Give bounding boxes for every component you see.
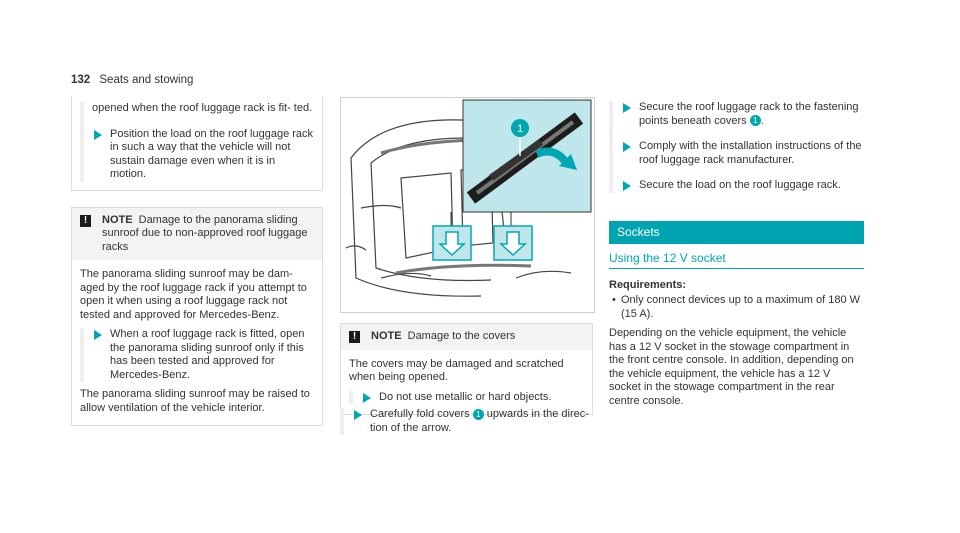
fold-arrow-head [559,154,577,170]
subsection-heading: Using the 12 V socket [609,251,864,269]
note-box: ! NOTE Damage to the panorama sliding su… [71,206,323,426]
note-paragraph: The panorama sliding sunroof may be dam-… [80,268,307,321]
body-paragraph: Depending on the vehicle equipment, the … [609,327,854,407]
step-text: Do not use metallic or hard objects. [379,390,552,403]
note-body: The covers may be damaged and scratched … [341,350,592,415]
step-text-after: upwards in the direc- tion of the arrow. [370,408,589,434]
continued-text: opened when the roof luggage rack is fit… [92,102,313,114]
step-text-before: Carefully fold covers [370,408,470,420]
page-number: 132 [71,74,91,86]
requirements-label: Requirements: [609,278,687,291]
instruction-step: Comply with the installation instruction… [621,140,864,167]
requirement-item: Only connect devices up to a maximum of … [609,294,864,321]
instruction-step: Position the load on the roof luggage ra… [92,128,314,182]
note-step-indent: Do not use metallic or hard objects. [349,390,584,405]
note-body: The panorama sliding sunroof may be dam-… [72,260,322,425]
step-text-before: Secure the roof luggage rack to the fast… [639,101,859,127]
continued-indent: opened when the roof luggage rack is fit… [80,102,314,182]
step-arrow-icon [363,392,371,403]
section-heading-sockets: Sockets [609,220,864,244]
note-keyword: NOTE [102,213,133,226]
note-step-indent: When a roof luggage rack is fitted, open… [80,328,314,382]
fold-covers-step: Carefully fold covers 1 upwards in the d… [340,404,593,435]
step-arrow-icon [623,103,631,113]
note-paragraph: The covers may be damaged and scratched … [349,357,564,384]
steps-indent: Secure the roof luggage rack to the fast… [609,101,864,193]
instruction-step: Secure the roof luggage rack to the fast… [621,101,864,128]
step-text: Position the load on the roof luggage ra… [110,127,314,181]
step-text: When a roof luggage rack is fitted, open… [110,328,305,381]
step-indent: Carefully fold covers 1 upwards in the d… [340,408,593,435]
column-1: opened when the roof luggage rack is fit… [71,96,323,426]
illustration: 1 [340,97,595,313]
warning-icon: ! [80,214,91,227]
callout-1-icon: 1 [749,115,761,127]
continued-box: opened when the roof luggage rack is fit… [71,96,323,191]
callout-1-icon: 1 [472,408,484,420]
step-text: Comply with the installation instruction… [639,140,862,166]
page-header: 132 Seats and stowing [71,74,193,88]
step-arrow-icon [354,410,362,420]
down-arrow-box-left [432,225,472,261]
note-title: Damage to the covers [407,330,516,342]
step-arrow-icon [94,330,102,340]
warning-icon: ! [349,331,360,343]
note-header: ! NOTE Damage to the covers [341,324,592,350]
section-title: Seats and stowing [99,74,194,86]
instruction-step: Carefully fold covers 1 upwards in the d… [352,408,593,435]
note-header: ! NOTE Damage to the panorama sliding su… [72,207,322,260]
instruction-step: Secure the load on the roof luggage rack… [621,179,864,193]
callout-1-icon [511,119,529,137]
instruction-step: Do not use metallic or hard objects. [361,391,584,405]
note-paragraph: The panorama sliding sunroof may be rais… [80,388,310,414]
step-text-after: . [760,114,764,127]
instruction-step: When a roof luggage rack is fitted, open… [92,328,314,382]
step-arrow-icon [623,181,631,191]
down-arrow-box-right [493,225,533,261]
note-box: ! NOTE Damage to the covers The covers m… [340,323,593,415]
callout-number: 1 [517,123,523,135]
inset-rail [466,112,584,204]
column-3: Secure the roof luggage rack to the fast… [609,97,864,408]
step-text: Secure the load on the roof luggage rack… [639,179,841,191]
note-keyword: NOTE [371,330,402,342]
step-arrow-icon [94,129,102,140]
note-box-covers: ! NOTE Damage to the covers The covers m… [340,323,593,415]
note-title: Damage to the panorama sliding sunroof d… [102,213,308,253]
step-arrow-icon [623,142,631,152]
car-roof-illustration: 1 [345,99,592,297]
